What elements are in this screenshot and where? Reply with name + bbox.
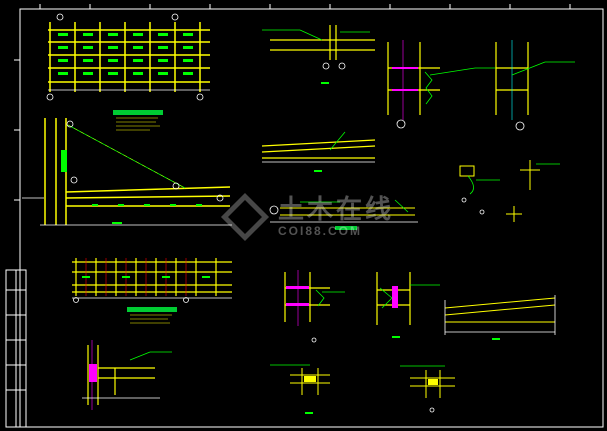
note-lines	[116, 117, 172, 324]
joint-detail-1	[387, 40, 497, 129]
joint-detail-bottom-left	[82, 340, 172, 410]
joint-detail-3	[284, 270, 345, 343]
frame-elevation-bottom	[72, 258, 232, 303]
sloped-beam-detail	[261, 131, 376, 172]
note-tags	[113, 110, 357, 312]
sloped-beam-right	[444, 295, 556, 340]
cantilever-elevation	[22, 118, 232, 226]
section-a	[262, 25, 375, 84]
joint-detail-2	[495, 40, 575, 131]
base-plate-detail-1	[270, 364, 330, 414]
frame-elevation-top	[46, 13, 210, 101]
title-block	[5, 269, 27, 428]
small-section-details	[459, 160, 560, 222]
sheet-border	[19, 8, 604, 428]
joint-detail-4	[376, 272, 440, 338]
base-plate-detail-2	[400, 365, 455, 413]
plan-detail-middle	[269, 199, 418, 223]
